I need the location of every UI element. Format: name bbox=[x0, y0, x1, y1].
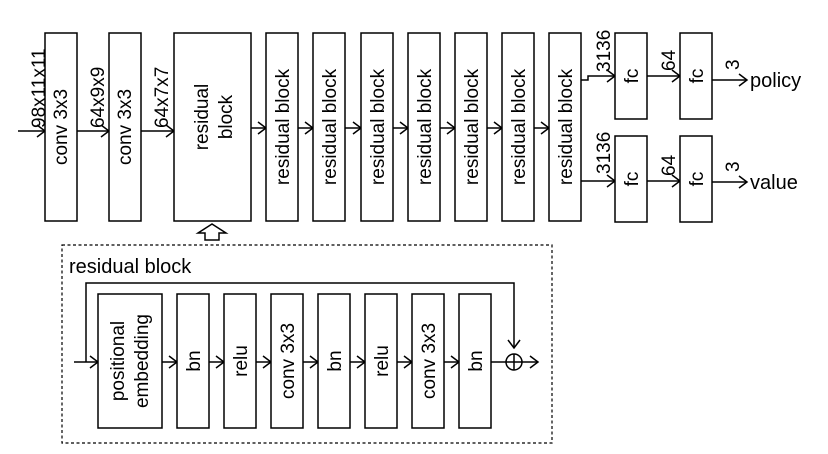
add-icon bbox=[505, 353, 523, 371]
value-flat-shape-label: 3136 bbox=[594, 132, 615, 174]
value-fc1-block bbox=[614, 135, 648, 223]
skip-connection-line bbox=[85, 282, 515, 362]
positional-embedding-label-line2: embedding bbox=[132, 314, 153, 408]
policy-flat-shape-label: 3136 bbox=[594, 30, 615, 72]
residual-block-1-label: residual block bbox=[273, 68, 294, 185]
relu-1-label: relu bbox=[231, 345, 252, 377]
value-fc2-block bbox=[679, 135, 713, 223]
residual-block-main-label-line1: residual bbox=[192, 84, 213, 151]
policy-output-label: policy bbox=[750, 70, 801, 92]
relu-block-1 bbox=[223, 293, 257, 429]
policy-fc1-label: fc bbox=[622, 69, 643, 84]
value-fc2-label: fc bbox=[687, 172, 708, 187]
relu-block-2 bbox=[364, 293, 398, 429]
conv-1-label: conv 3x3 bbox=[278, 323, 299, 399]
conv-block-1 bbox=[270, 293, 304, 429]
residual-block-3 bbox=[360, 32, 394, 222]
policy-out-shape-label: 3 bbox=[723, 59, 744, 70]
policy-branch-line bbox=[581, 75, 615, 81]
residual-block-4-label: residual block bbox=[415, 68, 436, 185]
residual-block-detail-title: residual block bbox=[69, 256, 192, 278]
policy-fc1-block bbox=[614, 32, 648, 120]
residual-block-detail-frame bbox=[61, 244, 553, 444]
policy-fc2-block bbox=[679, 32, 713, 120]
conv-2-label: conv 3x3 bbox=[419, 323, 440, 399]
expand-arrow bbox=[195, 223, 229, 241]
residual-block-3-label: residual block bbox=[368, 68, 389, 185]
residual-block-6 bbox=[501, 32, 535, 222]
policy-fc2-label: fc bbox=[687, 69, 708, 84]
bn-block-2 bbox=[317, 293, 351, 429]
conv1-label: conv 3x3 bbox=[51, 89, 72, 165]
bn-block-3 bbox=[458, 293, 492, 429]
positional-embedding-block bbox=[97, 293, 163, 429]
conv2-label: conv 3x3 bbox=[115, 89, 136, 165]
residual-block-1 bbox=[265, 32, 299, 222]
value-out-shape-label: 3 bbox=[723, 161, 744, 172]
bn-block-1 bbox=[176, 293, 210, 429]
residual-block-2-label: residual block bbox=[320, 68, 341, 185]
residual-block-main bbox=[173, 32, 252, 222]
conv1-block bbox=[44, 32, 78, 222]
conv2-block bbox=[108, 32, 142, 222]
relu-2-label: relu bbox=[372, 345, 393, 377]
residual-block-7-label: residual block bbox=[556, 68, 577, 185]
conv1-output-shape-label: 64x9x9 bbox=[88, 67, 109, 128]
residual-block-5 bbox=[454, 32, 488, 222]
bn-2-label: bn bbox=[325, 350, 346, 371]
residual-block-5-label: residual block bbox=[462, 68, 483, 185]
value-fc1-label: fc bbox=[622, 172, 643, 187]
bn-1-label: bn bbox=[184, 350, 205, 371]
residual-block-2 bbox=[312, 32, 346, 222]
value-output-label: value bbox=[750, 172, 798, 194]
residual-block-7 bbox=[548, 32, 582, 222]
positional-embedding-label-line1: positional bbox=[108, 321, 129, 401]
residual-block-main-label-line2: block bbox=[216, 94, 237, 139]
conv2-output-shape-label: 64x7x7 bbox=[152, 67, 173, 128]
conv-block-2 bbox=[411, 293, 445, 429]
value-hidden-shape-label: 64 bbox=[659, 154, 680, 176]
residual-block-6-label: residual block bbox=[509, 68, 530, 185]
bn-3-label: bn bbox=[466, 350, 487, 371]
residual-block-4 bbox=[407, 32, 441, 222]
policy-hidden-shape-label: 64 bbox=[659, 49, 680, 71]
